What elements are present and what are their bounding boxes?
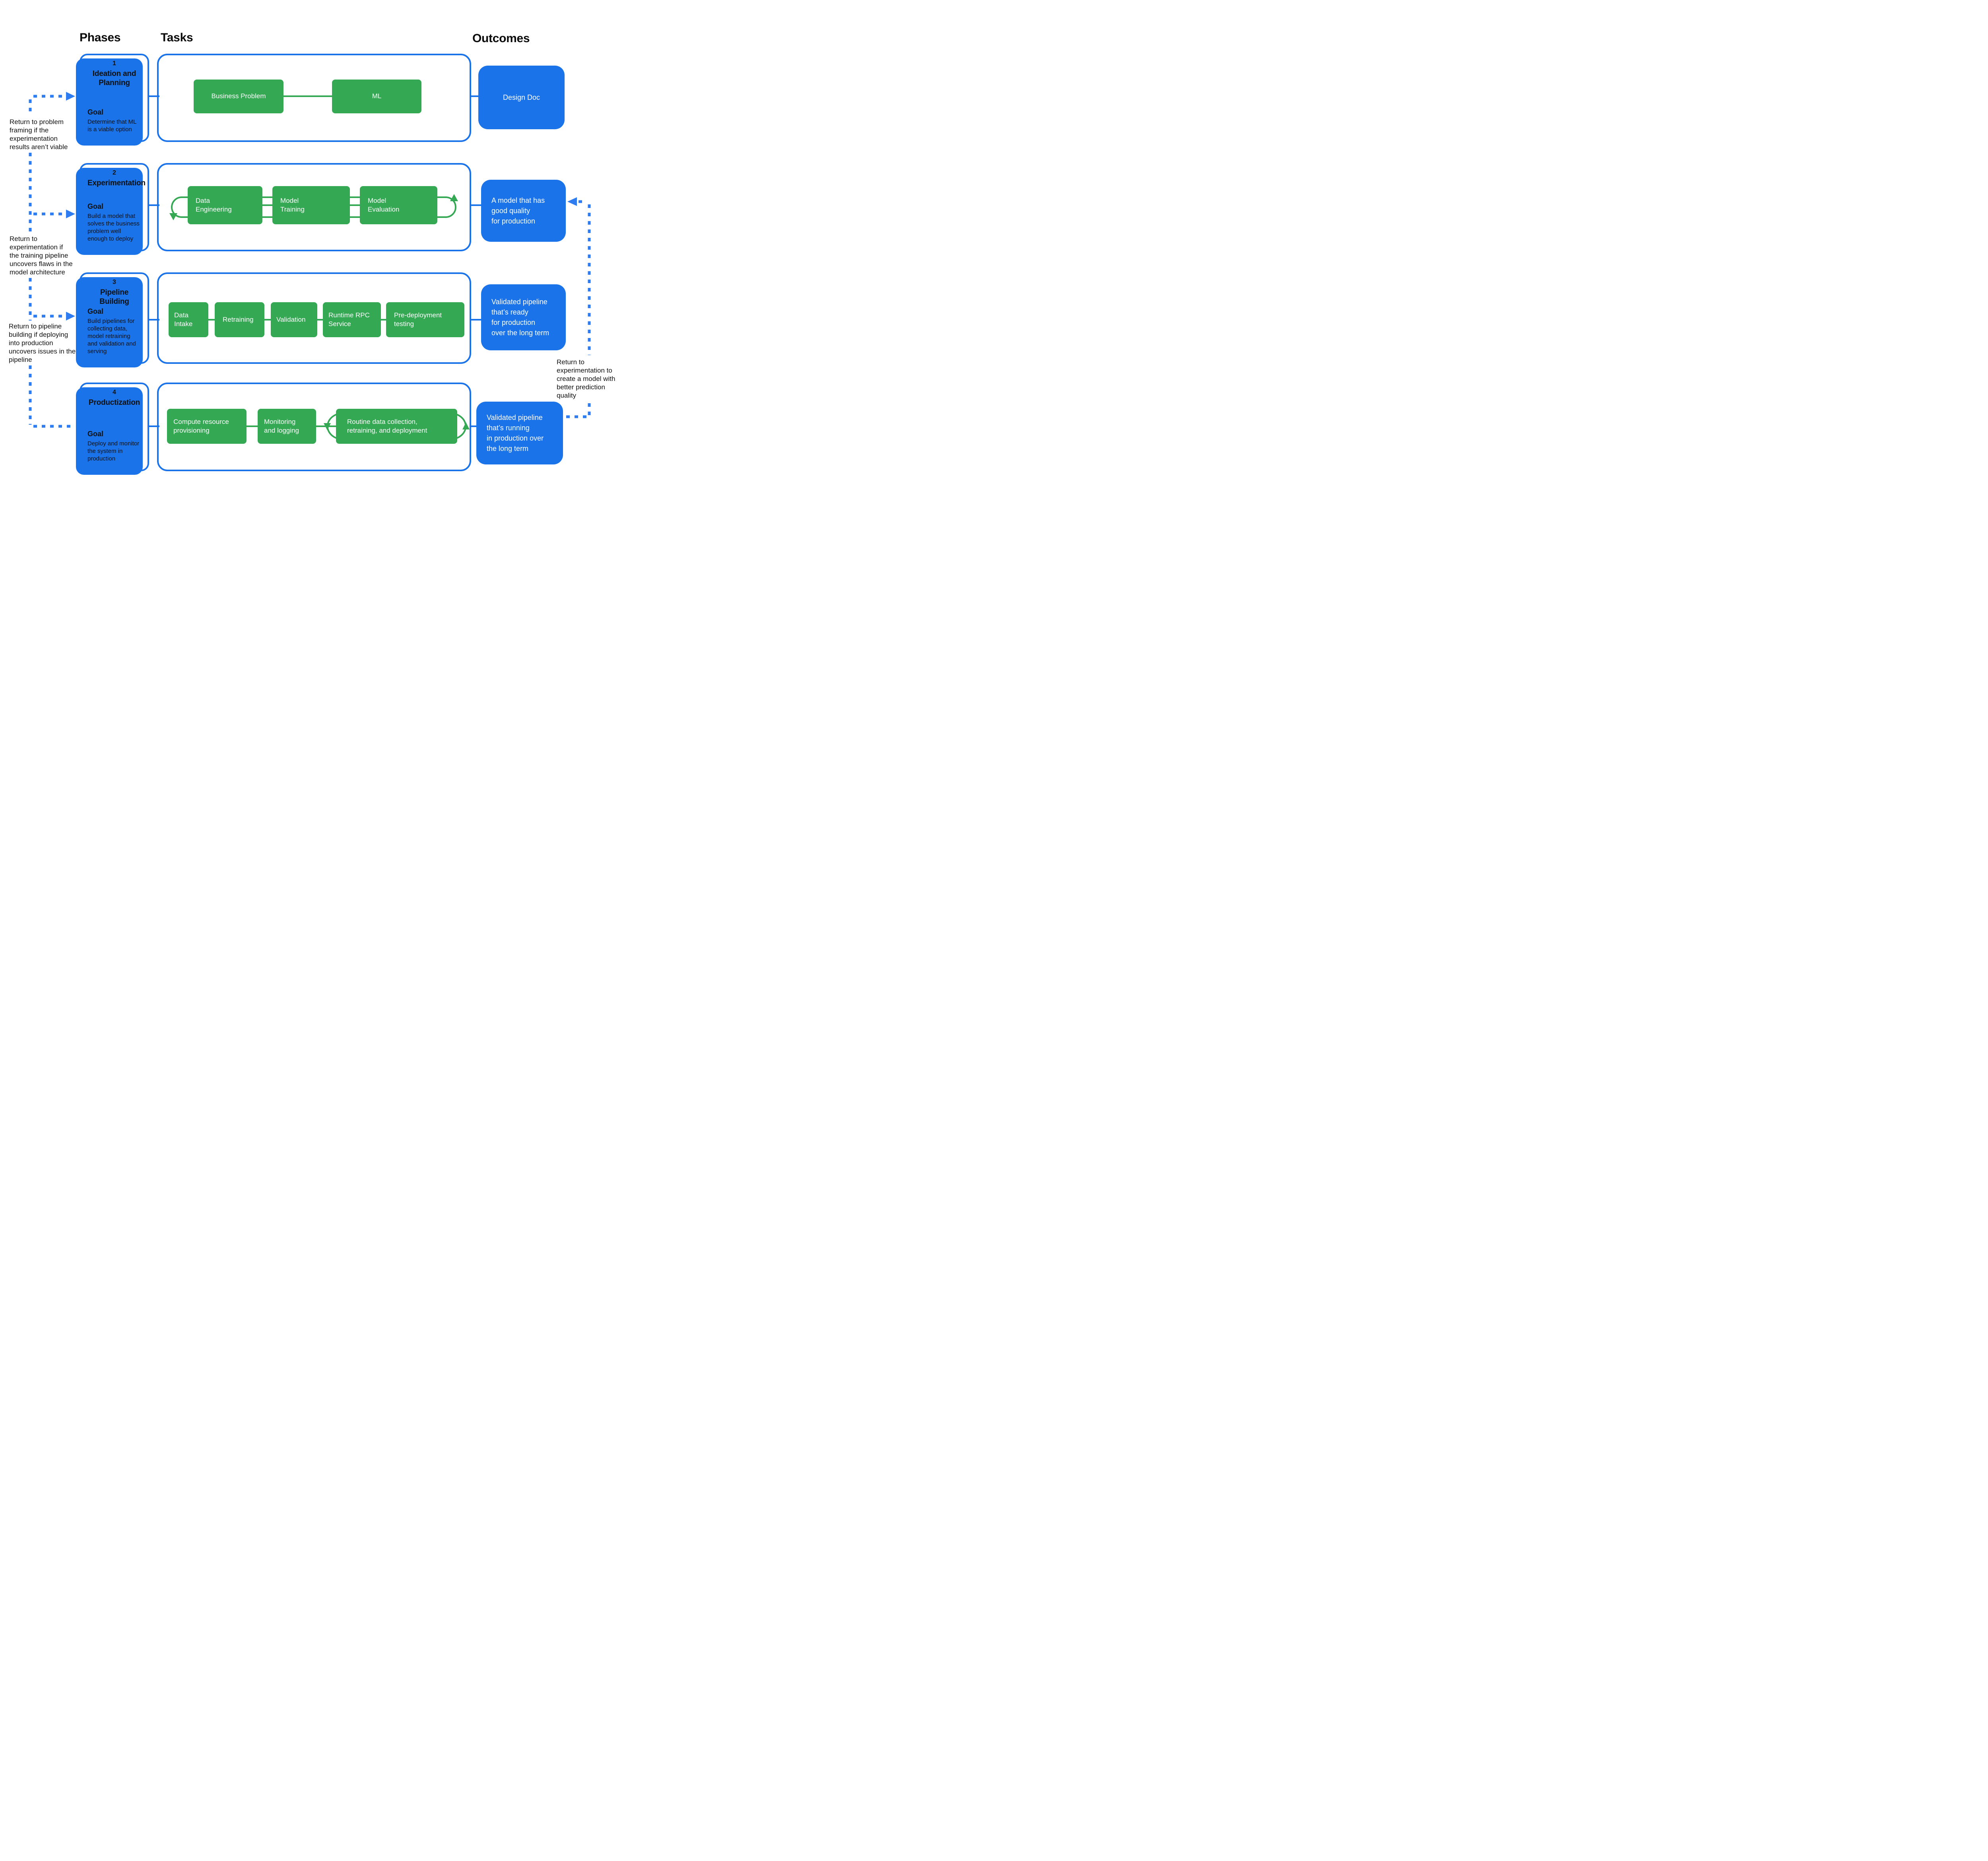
outcome-box-quality-model: A model that has good quality for produc…	[481, 180, 566, 242]
phase-number: 3	[113, 279, 116, 286]
goal-text: Determine that ML is a viable option	[87, 118, 136, 133]
phase-to-task-connectors	[148, 95, 483, 427]
return-arrowhead-phase1-icon	[66, 92, 75, 101]
phase-number: 4	[113, 389, 116, 396]
phase-card-productization: 4 Productization Goal Deploy and monitor…	[76, 383, 149, 475]
connector-lines-layer	[29, 92, 591, 440]
return-arrowhead-phase3-icon	[66, 312, 75, 321]
loop-arrowhead-up-icon	[450, 194, 458, 201]
phase-title: Pipeline Building	[99, 288, 129, 306]
goal-label: Goal	[87, 202, 104, 210]
loop-arrowhead-down-icon	[169, 213, 177, 220]
phase-title: Experimentation	[87, 179, 146, 187]
outcome-box-validated-pipeline-ready: Validated pipeline that’s ready for prod…	[481, 284, 566, 350]
phase-card-pipeline-building: 3 Pipeline Building Goal Build pipelines…	[76, 272, 149, 367]
task-box-validation: Validation	[271, 302, 317, 337]
task-box-routine-data-collection: Routine data collection, retraining, and…	[336, 409, 457, 444]
phase-card-ideation: 1 Ideation and Planning Goal Determine t…	[76, 54, 149, 146]
task-box-ml: ML	[332, 80, 421, 113]
goal-text: Deploy and monitor the system in product…	[87, 440, 140, 462]
loop-arrowhead-down-icon	[324, 423, 331, 430]
phase-title: Ideation and Planning	[92, 70, 136, 87]
phase-title: Productization	[88, 398, 140, 407]
task-box-model-evaluation: Model Evaluation	[360, 186, 437, 224]
outcome-box-design-doc: Design Doc	[478, 66, 565, 129]
column-header-tasks: Tasks	[161, 31, 193, 44]
phase-number: 2	[113, 169, 116, 176]
goal-text: Build pipelines for collecting data, mod…	[87, 317, 136, 355]
annotation-return-to-problem-framing: Return to problem framing if the experim…	[10, 118, 68, 151]
mlops-phases-diagram: Phases Tasks Outcomes 1 Ideation and Pla…	[0, 0, 623, 514]
return-arrowhead-phase2-icon	[66, 210, 75, 218]
loop-arrowhead-up-icon	[462, 422, 470, 429]
goal-text: Build a model that solves the business p…	[87, 212, 140, 242]
annotation-return-to-experimentation-quality: Return to experimentation to create a mo…	[557, 358, 615, 400]
task-box-model-training: Model Training	[272, 186, 350, 224]
outcome-box-validated-pipeline-running: Validated pipeline that’s running in pro…	[476, 402, 563, 464]
return-arrowhead-outcome2-icon	[567, 197, 577, 206]
annotation-return-to-pipeline-building: Return to pipeline building if deploying…	[9, 322, 76, 364]
task-box-monitoring-and-logging: Monitoring and logging	[258, 409, 316, 444]
task-to-task-connectors	[208, 95, 386, 427]
goal-label: Goal	[87, 429, 104, 438]
phase-card-experimentation: 2 Experimentation Goal Build a model tha…	[76, 163, 149, 255]
task-box-business-problem: Business Problem	[194, 80, 283, 113]
task-box-data-engineering: Data Engineering	[188, 186, 262, 224]
return-dotted-path-left	[29, 95, 74, 428]
annotation-return-to-experimentation: Return to experimentation if the trainin…	[10, 235, 73, 276]
column-header-outcomes: Outcomes	[472, 32, 530, 45]
return-dotted-path-right	[566, 200, 591, 418]
phase-number: 1	[113, 60, 116, 67]
goal-label: Goal	[87, 108, 104, 116]
column-header-phases: Phases	[80, 31, 121, 44]
task-box-runtime-rpc-service: Runtime RPC Service	[323, 302, 381, 337]
task-box-retraining: Retraining	[215, 302, 264, 337]
task-box-compute-resource-provisioning: Compute resource provisioning	[167, 409, 247, 444]
goal-label: Goal	[87, 307, 104, 315]
task-box-data-intake: Data Intake	[169, 302, 208, 337]
task-box-pre-deployment-testing: Pre-deployment testing	[386, 302, 464, 337]
